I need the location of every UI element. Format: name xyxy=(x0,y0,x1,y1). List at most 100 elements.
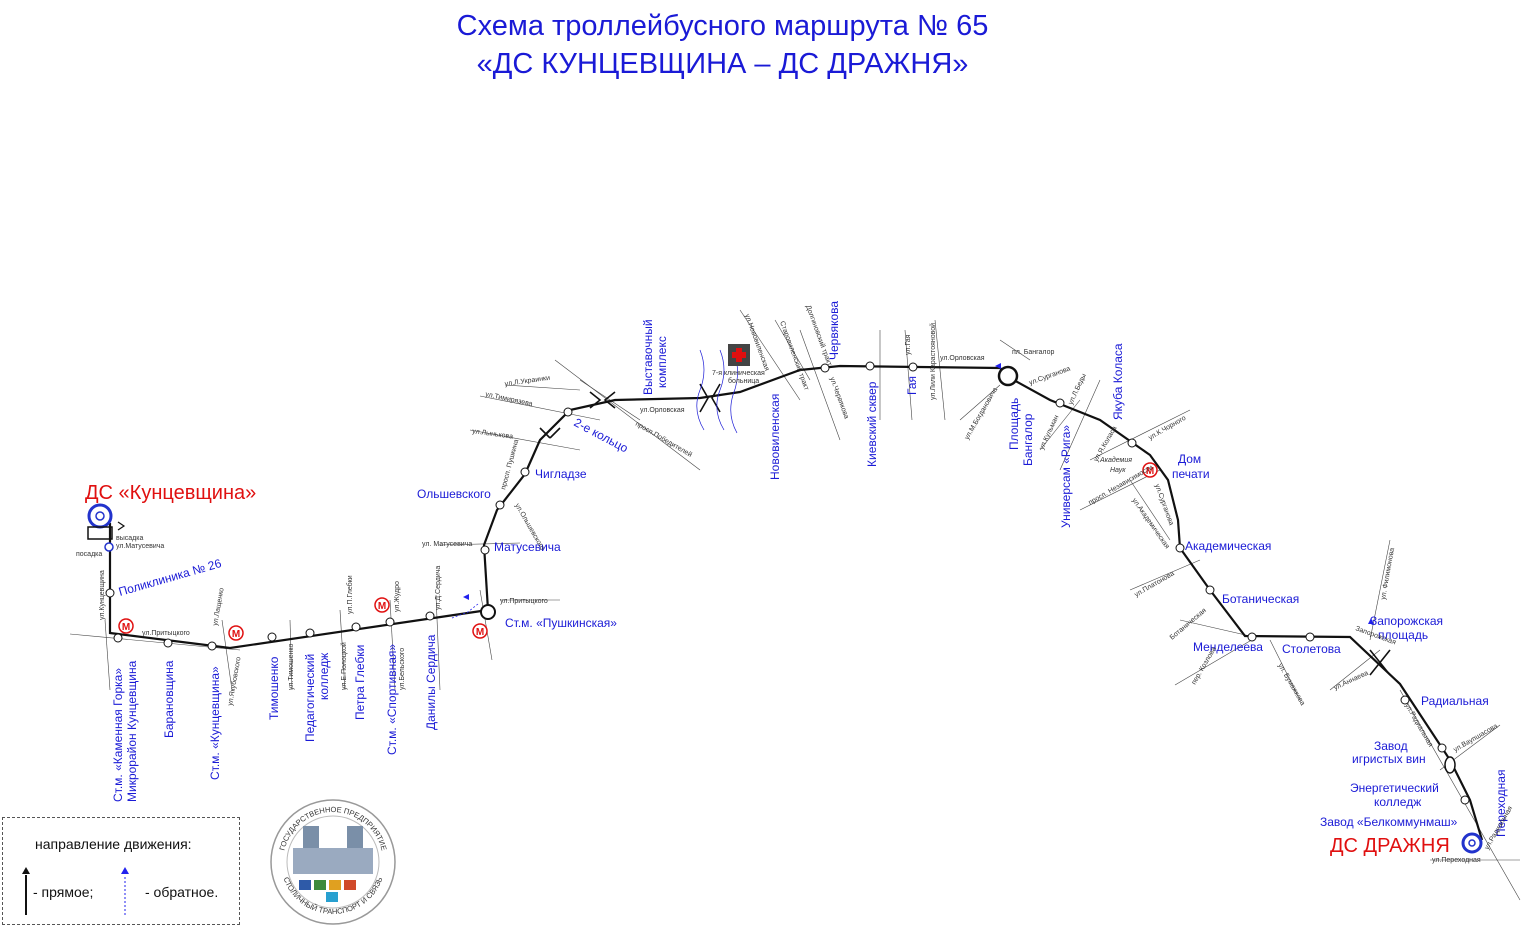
metro-icon: М xyxy=(1142,462,1158,478)
street-lynkova: ул.Лынькова xyxy=(472,428,514,441)
street-pobediteley: просп.Победителей xyxy=(634,420,694,459)
stop-expo-2: комплекс xyxy=(655,336,669,388)
direction-arrow-icon xyxy=(117,363,1374,624)
street-matusevicha-mid: ул. Матусевича xyxy=(422,541,472,548)
stop-timoshenko: Тимошенко xyxy=(267,656,281,720)
street-timoshenko: ул.Тимошенко xyxy=(288,644,295,690)
svg-text:М: М xyxy=(476,627,484,638)
stop-expo-1: Выставочный xyxy=(641,319,655,395)
stop-olshevskogo: Ольшевского xyxy=(417,487,491,501)
street-orlovskaya-1: ул.Орловская xyxy=(640,407,685,414)
street-hospital-2: больница xyxy=(728,377,759,385)
street-karastoyanovoy: ул.Лили Карастояновой xyxy=(929,323,937,400)
metro-icon: М xyxy=(374,597,390,613)
stop-zaporozhskaya-2: площадь xyxy=(1378,628,1428,642)
forward-arrow-icon xyxy=(25,875,27,915)
street-matusevicha-top: ул.Матусевича xyxy=(116,543,164,550)
stop-chervyakova: Червякова xyxy=(827,301,841,360)
street-platonova: ул.Платонова xyxy=(1134,570,1176,598)
stop-dom-pechati-2: печати xyxy=(1172,467,1210,481)
stop-gaya: Гая xyxy=(905,376,919,395)
stop-perekhodnaya: Переходная xyxy=(1494,770,1508,837)
stop-zaporozhskaya-1: Запорожская xyxy=(1370,614,1443,628)
terminal-ring-icon xyxy=(87,503,114,552)
stop-petra-glebki: Петра Глебки xyxy=(353,645,367,720)
svg-text:М: М xyxy=(232,629,240,640)
stop-stoletova: Столетова xyxy=(1282,642,1341,656)
street-ukrainki: ул.Л.Украинки xyxy=(504,375,550,388)
stop-sportivnaya: Ст.м. «Спортивная» xyxy=(385,644,399,755)
stop-radialnaya: Радиальная xyxy=(1421,694,1489,708)
stop-chigladze: Чигладзе xyxy=(535,467,587,481)
street-glebki: ул.П.Глебки xyxy=(346,575,354,614)
street-botanicheskaya: Ботаническая xyxy=(1169,607,1208,641)
stop-koltso2: 2-е кольцо xyxy=(572,415,631,455)
stop-botanicheskaya: Ботаническая xyxy=(1222,592,1299,606)
stop-energo-1: Энергетический xyxy=(1350,781,1439,795)
stop-kamennaya-gorka: Ст.м. «Каменная Горка» xyxy=(111,668,125,802)
stop-markers xyxy=(105,361,1470,805)
stop-baranovshchina: Барановщина xyxy=(162,660,176,738)
street-pritytskogo-2: ул.Притыцкого xyxy=(500,598,548,605)
street-chervyakova: ул.Червякова xyxy=(828,376,850,420)
street-filimonova: ул. Филимонова xyxy=(1380,547,1396,600)
stop-poliklinika: Поликлиника № 26 xyxy=(117,556,223,599)
street-d-serdicha: ул.Д.Сердича xyxy=(435,566,442,610)
street-kulman: ул.Кульман xyxy=(1038,414,1060,451)
street-l-beda: ул.Л.Беды xyxy=(1067,373,1087,406)
backward-arrow-icon xyxy=(124,875,126,915)
stop-bangalore-2: Бангалор xyxy=(1021,413,1035,466)
street-posadka: посадка xyxy=(76,551,102,558)
stop-zavod-vin-1: Завод xyxy=(1374,739,1408,753)
metro-icon: М xyxy=(118,618,134,634)
legend-title: направление движения: xyxy=(35,836,192,852)
stop-ped-college-1: Педагогический xyxy=(303,654,317,742)
street-vaupshasova: ул.Ваупшасова xyxy=(1453,723,1500,754)
stop-yakuba-kolasa: Якуба Коласа xyxy=(1111,343,1125,420)
stop-pushkinskaya: Ст.м. «Пушкинская» xyxy=(505,616,617,630)
legend-backward: - обратное. xyxy=(145,884,219,900)
street-belskogo: ул.Бельского xyxy=(399,648,406,690)
street-yakubovskogo: ул.Якубовского xyxy=(226,656,242,706)
stop-danily-serdicha: Данилы Сердича xyxy=(424,634,438,730)
stop-zavod-vin-2: игристых вин xyxy=(1352,752,1426,766)
street-bogdanovicha: ул.М.Богдановича xyxy=(964,387,1000,441)
ring-pushkinskaya-icon xyxy=(480,604,496,620)
street-zhudro: ул.Жудро xyxy=(394,581,401,612)
street-lashchenko: ул.Лащенко xyxy=(212,587,226,626)
terminal-start-label: ДС «Кунцевщина» xyxy=(85,482,256,504)
street-timiryazeva: ул.Тимирязева xyxy=(485,391,534,408)
stop-kievsky-skver: Киевский сквер xyxy=(865,381,879,467)
street-academy-2: Наук xyxy=(1110,467,1126,474)
street-bumazhkova: ул. Бумажкова xyxy=(1276,663,1306,707)
street-vysadka: высадка xyxy=(116,535,143,542)
svg-text:М: М xyxy=(378,601,386,612)
street-academy-1: Академия xyxy=(1099,456,1132,464)
street-pritytskogo-1: ул.Притыцкого xyxy=(142,630,190,637)
map-title-line2: «ДС КУНЦЕВЩИНА – ДС ДРАЖНЯ» xyxy=(476,48,969,80)
metro-icon: М xyxy=(472,623,488,639)
street-kuntsevshchina: ул.Кунцевщина xyxy=(99,570,106,620)
hospital-icon xyxy=(728,344,750,366)
street-hospital-1: 7-я клиническая xyxy=(712,370,765,377)
street-starovilensky: Старовиленский тракт xyxy=(778,320,811,392)
company-logo: ГОСУДАРСТВЕННОЕ ПРЕДПРИЯТИЕ СТОЛИЧНЫЙ ТР… xyxy=(270,799,396,925)
street-pl-bangalor: пл. Бангалор xyxy=(1012,349,1054,356)
stop-energo-2: колледж xyxy=(1374,795,1421,809)
stop-dom-pechati-1: Дом xyxy=(1178,452,1201,466)
map-title-line1: Схема троллейбусного маршрута № 65 xyxy=(456,10,989,42)
street-surganova-1: ул.Сурганова xyxy=(1028,365,1071,386)
street-orlovskaya-2: ул.Орловская xyxy=(940,355,985,362)
metro-icon: М xyxy=(228,625,244,641)
stop-bangalore-1: Площадь xyxy=(1007,398,1021,450)
stop-mendeleeva: Менделеева xyxy=(1193,640,1263,654)
stop-belkommunmash: Завод «Белкоммунмаш» xyxy=(1320,815,1458,829)
bridge-icon xyxy=(539,383,1391,676)
stop-riga: Универсам «Рига» xyxy=(1059,425,1073,528)
street-gaya: ул.Гая xyxy=(905,334,912,355)
terminal-ring-icon xyxy=(1461,832,1483,854)
ring-bangalore-icon xyxy=(997,365,1019,387)
svg-text:М: М xyxy=(122,622,130,633)
stop-akademicheskaya: Академическая xyxy=(1185,539,1271,553)
